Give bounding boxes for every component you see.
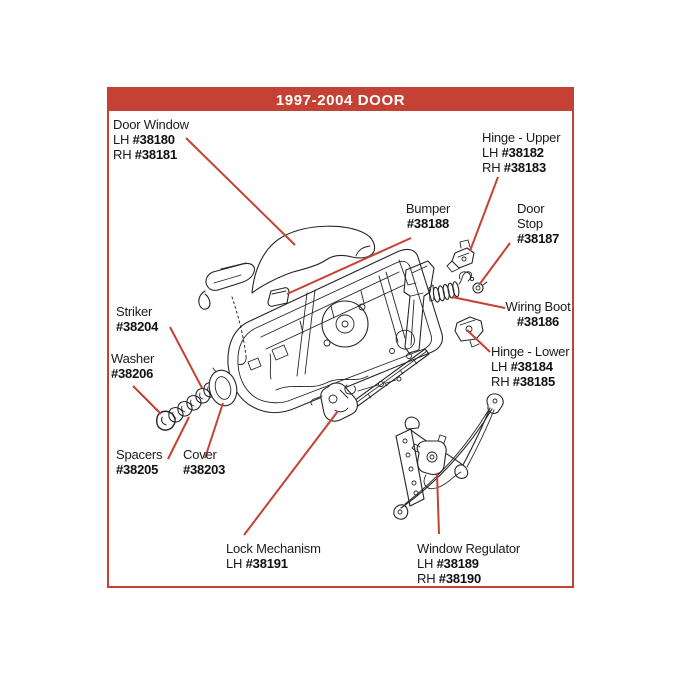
part-name: Striker [116, 304, 153, 319]
part-number-row: #38187 [517, 231, 560, 246]
bumper-part-art [267, 287, 290, 307]
leader-window-regulator [436, 472, 440, 535]
label-door-window: Door Window LH #38180 RH #38181 [113, 117, 189, 162]
part-number-row: RH #38190 [417, 571, 481, 586]
label-washer: Washer #38206 [111, 351, 154, 381]
part-number-row: LH #38182 [482, 145, 544, 160]
window-regulator-part-art [393, 393, 504, 520]
part-number-row: RH #38183 [482, 160, 546, 175]
part-number-row: LH #38189 [417, 556, 479, 571]
label-door-stop: Door Stop #38187 [517, 201, 559, 246]
door-shell-art [227, 248, 443, 414]
leader-washer [132, 385, 162, 415]
part-name: Window Regulator [417, 541, 521, 556]
label-hinge-lower: Hinge - Lower LH #38184 RH #38185 [491, 344, 570, 389]
label-spacers: Spacers #38205 [116, 447, 162, 477]
page-title: 1997-2004 DOOR [275, 91, 406, 109]
leader-door-window [185, 137, 296, 246]
part-number-row: #38206 [111, 366, 154, 381]
label-lock-mechanism: Lock Mechanism LH #38191 [226, 541, 321, 571]
part-name: Washer [111, 351, 155, 366]
part-number-row: #38186 [516, 314, 560, 329]
part-number-row: #38203 [183, 462, 226, 477]
part-name: Door [517, 201, 545, 216]
part-name: Cover [183, 447, 217, 462]
part-number-row: #38188 [406, 216, 450, 231]
part-name: Hinge - Upper [482, 130, 561, 145]
label-bumper: Bumper #38188 [397, 201, 459, 231]
part-number-row: RH #38185 [491, 374, 555, 389]
part-number-row: RH #38181 [113, 147, 177, 162]
part-name: Door Window [113, 117, 189, 132]
washer-part-art [156, 410, 176, 431]
part-name: Wiring Boot [505, 299, 571, 314]
part-number-row: LH #38191 [226, 556, 288, 571]
leader-hinge-upper [469, 176, 499, 252]
part-number-row: #38205 [116, 462, 159, 477]
part-number-row: #38204 [116, 319, 159, 334]
door-handle-art [198, 262, 255, 365]
label-cover: Cover #38203 [183, 447, 225, 477]
diagram-frame: 1997-2004 DOOR [107, 87, 574, 588]
part-name: Stop [517, 216, 543, 231]
leader-lines [132, 137, 511, 536]
leader-bumper [286, 237, 412, 295]
part-number-row: LH #38180 [113, 132, 175, 147]
part-name: Bumper [405, 201, 451, 216]
part-name: Spacers [116, 447, 163, 462]
cover-part-art [208, 367, 238, 407]
hinge-upper-part-art [446, 239, 475, 273]
label-window-regulator: Window Regulator LH #38189 RH #38190 [417, 541, 520, 586]
spacers-parts-art [168, 387, 211, 423]
leader-hinge-lower [466, 329, 491, 353]
wiring-boot-part-art [428, 271, 475, 303]
label-wiring-boot: Wiring Boot #38186 [504, 299, 572, 329]
door-pillar-bracket-art [403, 260, 435, 354]
header-bar: 1997-2004 DOOR [109, 89, 572, 111]
leader-cover [204, 402, 224, 459]
leader-spacers [167, 416, 190, 460]
leader-door-stop [478, 242, 511, 286]
label-striker: Striker #38204 [116, 304, 158, 334]
line-art [156, 225, 504, 520]
leader-lock-mechanism [243, 410, 339, 536]
leader-wiring-boot [451, 296, 506, 309]
leader-striker [169, 326, 203, 389]
part-name: Lock Mechanism [226, 541, 321, 556]
lock-mechanism-part-art [310, 376, 402, 422]
part-number-row: LH #38184 [491, 359, 553, 374]
label-hinge-upper: Hinge - Upper LH #38182 RH #38183 [482, 130, 561, 175]
part-name: Hinge - Lower [491, 344, 570, 359]
door-stop-part-art [472, 281, 488, 294]
